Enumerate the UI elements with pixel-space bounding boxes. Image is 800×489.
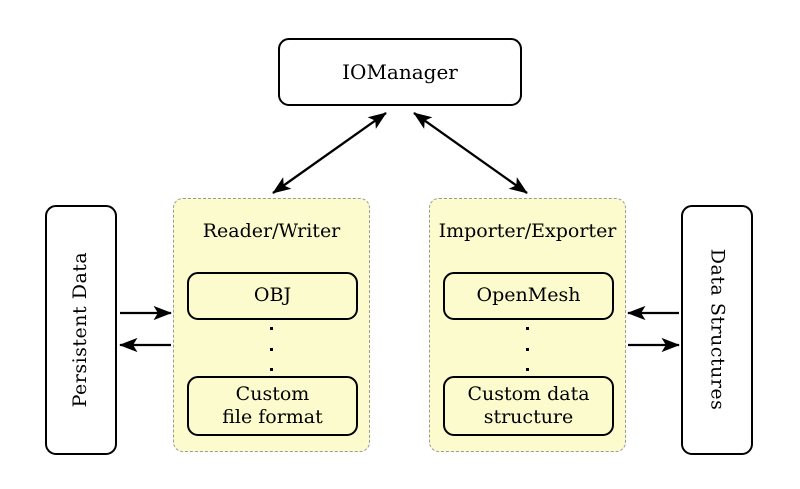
node-obj[interactable]: OBJ [187,272,358,320]
node-custom-data-structure-line2: structure [483,406,574,428]
panel-importer-exporter[interactable]: Importer/Exporter OpenMesh Custom data s… [429,198,626,452]
node-openmesh[interactable]: OpenMesh [443,272,614,320]
node-iomanager-label: IOManager [342,59,458,84]
node-custom-file-format[interactable]: Custom file format [187,376,358,436]
node-data-structures-label: Data Structures [706,249,729,411]
node-iomanager[interactable]: IOManager [278,38,522,106]
node-persistent-data[interactable]: Persistent Data [45,205,117,455]
connector-iomanager-importer-exporter [413,112,528,194]
node-custom-data-structure-line1: Custom data [467,382,590,405]
connector-iomanager-reader-writer [272,112,387,194]
node-custom-data-structure-label: Custom data structure [467,383,589,429]
panel-reader-writer-title: Reader/Writer [202,220,341,242]
panel-importer-exporter-title: Importer/Exporter [438,220,617,242]
node-persistent-data-label: Persistent Data [69,252,92,408]
ellipsis-icon-reader-writer [174,327,369,371]
node-custom-file-format-line1: Custom [235,382,310,405]
node-openmesh-label: OpenMesh [476,284,581,307]
panel-reader-writer[interactable]: Reader/Writer OBJ Custom file format [173,198,370,452]
node-obj-label: OBJ [253,284,292,307]
node-custom-file-format-line2: file format [222,406,323,428]
node-custom-data-structure[interactable]: Custom data structure [443,376,614,436]
ellipsis-icon-importer-exporter [430,327,625,371]
node-data-structures[interactable]: Data Structures [681,205,753,455]
node-custom-file-format-label: Custom file format [222,383,323,429]
